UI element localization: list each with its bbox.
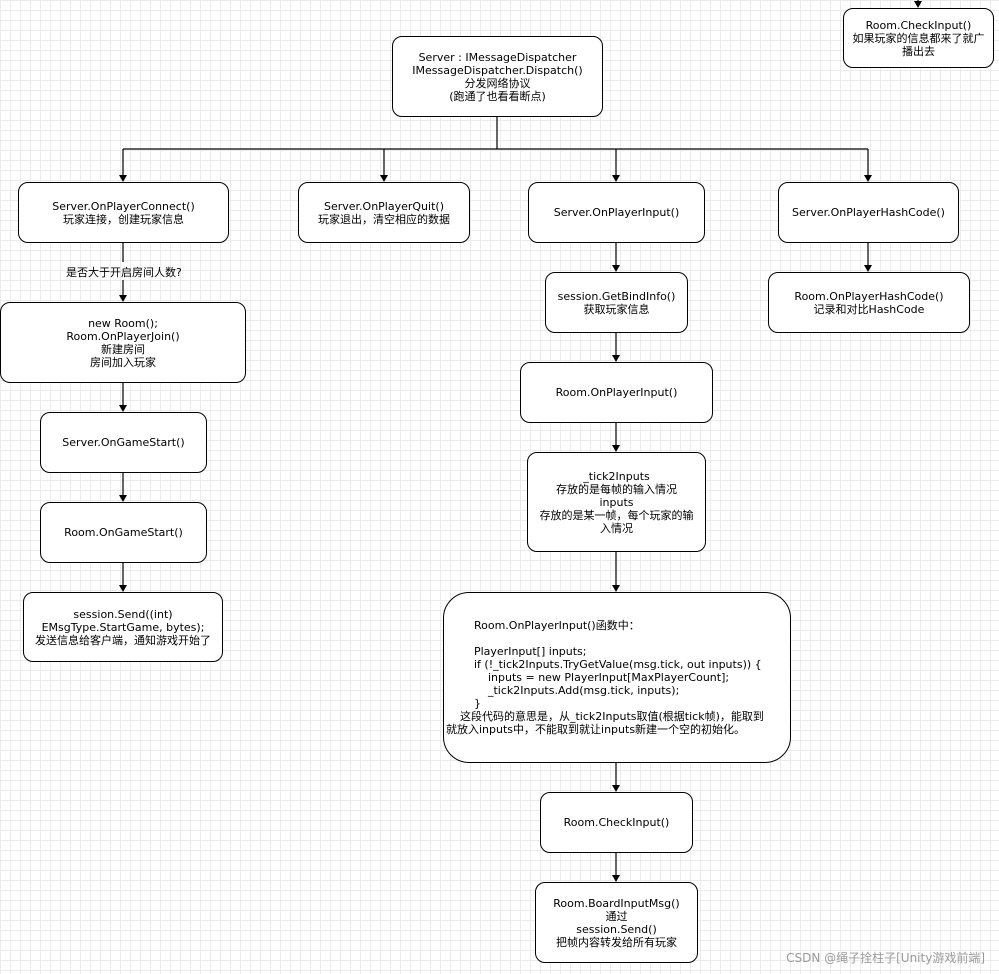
node-text-line: } bbox=[446, 697, 481, 710]
edge-to-new-room-arrowhead bbox=[119, 295, 127, 302]
node-text-line: 新建房间 bbox=[101, 342, 145, 356]
node-text-line: session.Send((int) bbox=[73, 607, 173, 621]
node-text-line: Room.OnGameStart() bbox=[64, 526, 183, 539]
node-text-line: session.Send() bbox=[576, 922, 657, 936]
node-text-line: Room.OnPlayerHashCode() bbox=[794, 289, 944, 303]
session-send-node[interactable]: session.Send((int)EMsgType.StartGame, by… bbox=[23, 592, 223, 662]
node-text-line: PlayerInput[] inputs; bbox=[446, 645, 587, 658]
node-text-line: Server.OnGameStart() bbox=[62, 436, 185, 449]
edge-to-room-check-input-arrowhead bbox=[612, 785, 620, 792]
node-text-line: Room.BoardInputMsg() bbox=[553, 896, 680, 910]
node-text-line: 分发网络协议 bbox=[464, 76, 531, 90]
node-text-line: EMsgType.StartGame, bytes); bbox=[41, 620, 205, 634]
node-text-line: inputs bbox=[599, 495, 634, 509]
edge-to-hashcode-arrowhead bbox=[864, 175, 872, 182]
edge-to-get-bind-info-arrowhead bbox=[612, 265, 620, 272]
node-text-line: Server.OnPlayerQuit() bbox=[323, 199, 444, 213]
on-player-hashcode-node[interactable]: Server.OnPlayerHashCode() bbox=[778, 182, 959, 243]
node-text-line: 如果玩家的信息都来了就广 bbox=[852, 31, 985, 45]
edge-to-tick2inputs-arrowhead bbox=[612, 445, 620, 452]
edge-into-check-input-top-arrowhead bbox=[914, 1, 922, 8]
edge-to-session-send-arrowhead bbox=[119, 585, 127, 592]
node-text-line: 记录和对比HashCode bbox=[813, 302, 925, 316]
node-text-line: session.GetBindInfo() bbox=[557, 289, 676, 303]
node-text-line: 这段代码的意思是，从_tick2Inputs取值(根据tick帧)，能取到 bbox=[446, 710, 764, 723]
node-text-line: Room.OnPlayerInput()函数中： bbox=[446, 619, 640, 632]
node-text-line: new Room(); bbox=[88, 316, 158, 330]
node-text-line: 播出去 bbox=[902, 44, 935, 58]
node-text-line: _tick2Inputs bbox=[583, 469, 650, 483]
node-text-line: Room.OnPlayerJoin() bbox=[66, 329, 180, 343]
edge-to-input-arrowhead bbox=[612, 175, 620, 182]
node-text-line: Server : IMessageDispatcher bbox=[418, 50, 577, 64]
node-text-line: 发送信息给客户端，通知游戏开始了 bbox=[35, 633, 211, 647]
room-check-input-node[interactable]: Room.CheckInput() bbox=[540, 792, 693, 853]
edge-to-room-game-start-arrowhead bbox=[119, 495, 127, 502]
server-game-start-node[interactable]: Server.OnGameStart() bbox=[40, 412, 207, 473]
node-text-line: 通过 bbox=[605, 909, 628, 923]
node-text-line: Server.OnPlayerInput() bbox=[553, 206, 680, 219]
node-text-line: 就放入inputs中，不能取到就让inputs新建一个空的初始化。 bbox=[446, 723, 746, 736]
node-text-line: _tick2Inputs.Add(msg.tick, inputs); bbox=[446, 684, 680, 697]
check-input-top-node[interactable]: Room.CheckInput()如果玩家的信息都来了就广播出去 bbox=[843, 8, 994, 68]
node-text-line: (跑通了也看看断点) bbox=[449, 89, 546, 103]
node-text-line: 玩家连接，创建玩家信息 bbox=[63, 212, 184, 226]
on-player-quit-node[interactable]: Server.OnPlayerQuit()玩家退出，清空相应的数据 bbox=[298, 182, 470, 243]
edge-to-room-hashcode-arrowhead bbox=[864, 265, 872, 272]
edge-to-connect-arrowhead bbox=[119, 175, 127, 182]
get-bind-info-node[interactable]: session.GetBindInfo()获取玩家信息 bbox=[545, 272, 688, 333]
edge-to-board-input-msg-arrowhead bbox=[612, 875, 620, 882]
node-text-line: Room.CheckInput() bbox=[865, 18, 972, 32]
node-text-line: inputs = new PlayerInput[MaxPlayerCount]… bbox=[446, 671, 730, 684]
node-text-line: 玩家退出，清空相应的数据 bbox=[318, 212, 450, 226]
node-text-line: 存放的是某一帧，每个玩家的输 bbox=[539, 508, 694, 522]
node-text-line: Room.CheckInput() bbox=[563, 816, 670, 829]
on-player-input-node[interactable]: Server.OnPlayerInput() bbox=[528, 182, 705, 243]
node-text-line: 获取玩家信息 bbox=[583, 302, 650, 316]
room-player-input-node[interactable]: Room.OnPlayerInput() bbox=[520, 362, 713, 423]
node-text-line: Server.OnPlayerConnect() bbox=[52, 199, 195, 213]
edge-to-code-block-arrowhead bbox=[612, 585, 620, 592]
code-block-node[interactable]: Room.OnPlayerInput()函数中： PlayerInput[] i… bbox=[443, 592, 791, 763]
node-text-line: 把帧内容转发给所有玩家 bbox=[556, 935, 677, 949]
new-room-node[interactable]: new Room();Room.OnPlayerJoin()新建房间房间加入玩家 bbox=[0, 302, 246, 383]
csdn-watermark: CSDN @绳子拴柱子[Unity游戏前端] bbox=[786, 951, 985, 965]
room-count-condition-label: 是否大于开启房间人数? bbox=[66, 266, 182, 279]
node-text-line: Room.OnPlayerInput() bbox=[555, 386, 678, 399]
room-hashcode-node[interactable]: Room.OnPlayerHashCode()记录和对比HashCode bbox=[768, 272, 970, 333]
edge-to-room-player-input-arrowhead bbox=[612, 355, 620, 362]
on-player-connect-node[interactable]: Server.OnPlayerConnect()玩家连接，创建玩家信息 bbox=[18, 182, 229, 243]
node-text-line: Server.OnPlayerHashCode() bbox=[792, 206, 945, 219]
node-text-line bbox=[446, 632, 788, 645]
node-text-line: 房间加入玩家 bbox=[90, 355, 156, 369]
node-text-line: IMessageDispatcher.Dispatch() bbox=[412, 63, 583, 77]
room-game-start-node[interactable]: Room.OnGameStart() bbox=[40, 502, 207, 563]
edge-to-quit-arrowhead bbox=[380, 175, 388, 182]
node-text-line: if (!_tick2Inputs.TryGetValue(msg.tick, … bbox=[446, 658, 762, 671]
node-text-line: 存放的是每帧的输入情况 bbox=[556, 482, 677, 496]
edge-to-server-game-start-arrowhead bbox=[119, 405, 127, 412]
node-text-line: 入情况 bbox=[600, 521, 633, 535]
